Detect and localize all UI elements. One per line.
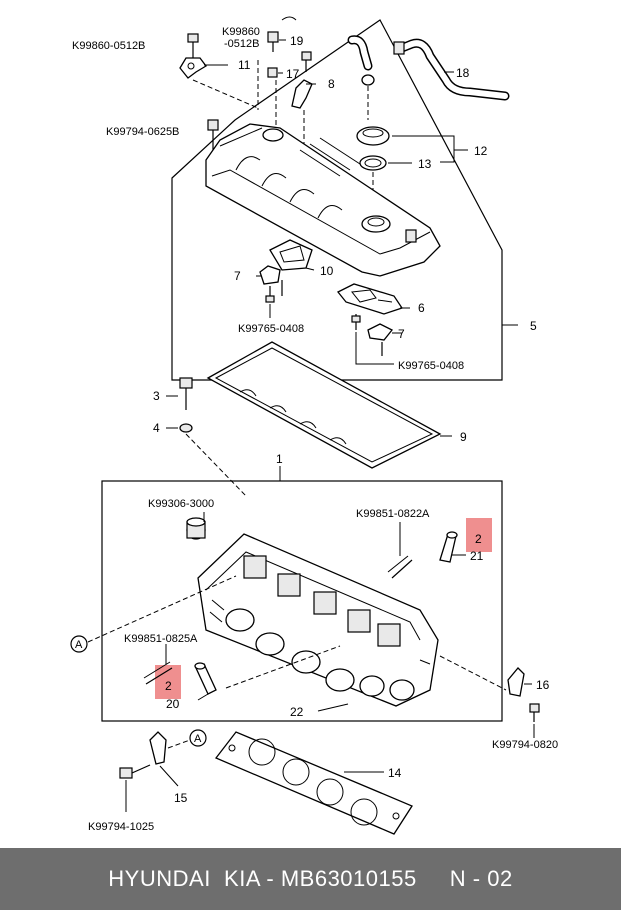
label-k99851-0825a: K99851-0825A [124, 633, 198, 645]
label-k99851-0822a: K99851-0822A [356, 508, 430, 520]
highlight-box-2-upper [466, 518, 492, 552]
bolts-under-7 [265, 280, 283, 303]
part-number-7-upper: 7 [234, 269, 241, 283]
hose-18 [347, 35, 510, 101]
bolt-k99860-0512b [187, 33, 199, 60]
part-number-10: 10 [320, 264, 334, 278]
cover-gasket-9 [206, 341, 442, 469]
bolt-3 [179, 377, 193, 410]
footer-bar: HYUNDAI KIA - MB63010155 N - 02 [0, 848, 621, 910]
head-gasket-14 [214, 731, 413, 835]
bolt-k99794-0625b [207, 119, 219, 150]
cylinder-head [197, 533, 439, 707]
bracket-15 [119, 731, 167, 779]
part-number-16: 16 [536, 678, 550, 692]
part-number-6: 6 [418, 301, 425, 315]
gasket-13 [359, 155, 387, 171]
part-number-15: 15 [174, 791, 188, 805]
part-number-7-lower: 7 [398, 327, 405, 341]
cover-group-outline [171, 19, 503, 381]
part-number-12: 12 [474, 144, 488, 158]
part-number-9: 9 [460, 430, 467, 444]
part-number-19: 19 [290, 34, 304, 48]
part-number-2-lower: 2 [165, 679, 172, 693]
stud-k99851-0825a [143, 661, 173, 685]
cylinder-head-group-outline [101, 480, 503, 722]
callout-circle-a-lower [189, 729, 207, 747]
dowel-21 [439, 531, 458, 563]
callout-circle-a-upper [70, 635, 88, 653]
stud-k99851-0822a [387, 555, 413, 579]
label-k99794-1025: K99794-1025 [88, 821, 154, 833]
exploded-parts-diagram: K99860-0512B K99860 -0512B K99794-0625B … [70, 16, 558, 835]
part-number-8: 8 [328, 77, 335, 91]
part-number-20: 20 [166, 697, 180, 711]
cover-7-lower [367, 323, 394, 341]
bracket-16 [507, 667, 540, 722]
part-number-13: 13 [418, 157, 432, 171]
dowel-20 [194, 662, 217, 695]
callout-letter-a-upper: A [75, 639, 83, 651]
bolt-19 [267, 16, 297, 52]
bolt-near-17 [301, 51, 312, 72]
part-number-22: 22 [290, 705, 304, 719]
baffle-plate-6 [336, 283, 404, 315]
part-number-3: 3 [153, 389, 160, 403]
label-k99306-3000: K99306-3000 [148, 498, 214, 510]
label-k99765-0408-a: K99765-0408 [238, 323, 304, 335]
washer-4 [179, 423, 193, 433]
plug-k99306-3000 [186, 517, 206, 540]
label-k99860-top-line1: K99860 [222, 26, 260, 38]
baffle-plate-10 [269, 239, 313, 271]
grommet-17 [267, 67, 278, 78]
part-number-4: 4 [153, 421, 160, 435]
part-number-21: 21 [470, 549, 484, 563]
part-number-17: 17 [286, 67, 300, 81]
part-number-14: 14 [388, 766, 402, 780]
label-k99765-0408-b: K99765-0408 [398, 360, 464, 372]
part-number-5: 5 [530, 319, 537, 333]
bracket-11 [179, 57, 207, 79]
bolts-under-6 [351, 314, 383, 356]
part-number-1: 1 [276, 452, 283, 466]
part-number-18: 18 [456, 66, 470, 80]
cover-7-upper [259, 265, 281, 285]
footer-part-number-text: HYUNDAI KIA - MB63010155 N - 02 [108, 866, 513, 891]
oil-cap-12 [356, 126, 390, 146]
valve-cover [205, 123, 441, 277]
part-number-11: 11 [238, 58, 251, 72]
part-number-2-upper: 2 [475, 532, 482, 546]
label-k99794-0625b: K99794-0625B [106, 126, 179, 138]
label-k99794-0820: K99794-0820 [492, 739, 558, 751]
label-k99860-0512b-left: K99860-0512B [72, 40, 145, 52]
label-k99860-top-line2: -0512B [224, 38, 259, 50]
callout-letter-a-lower: A [194, 733, 202, 745]
